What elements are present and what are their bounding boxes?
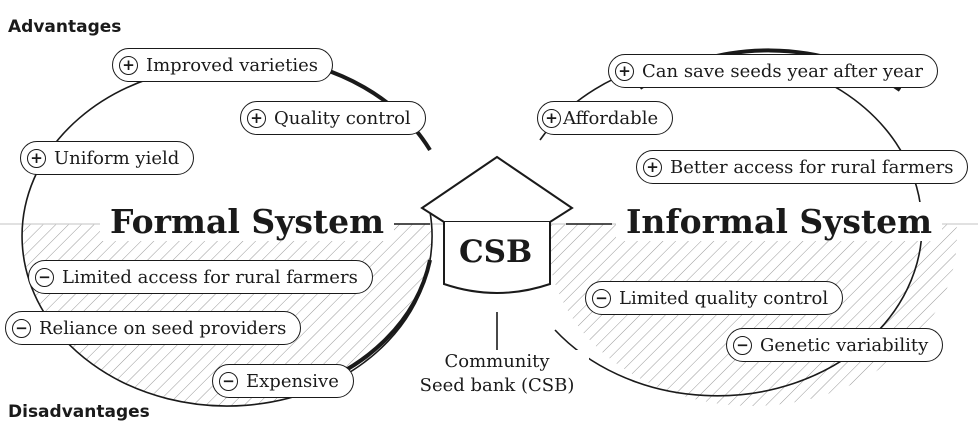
pill-label: Expensive — [246, 370, 339, 392]
pill-label: Improved varieties — [146, 54, 319, 76]
plus-icon: + — [542, 108, 561, 128]
minus-icon: − — [733, 335, 752, 355]
minus-icon: − — [35, 267, 54, 287]
csb-caption: Community Seed bank (CSB) — [405, 350, 589, 398]
informal-advantage-item: + Better access for rural farmers — [636, 150, 969, 184]
csb-label: CSB — [459, 234, 533, 270]
pill-label: Limited quality control — [619, 287, 829, 309]
minus-icon: − — [12, 318, 31, 338]
pill-label: Affordable — [563, 107, 659, 129]
informal-disadvantage-item: − Genetic variability — [726, 328, 944, 362]
csb-caption-line2: Seed bank (CSB) — [419, 375, 575, 396]
minus-icon: − — [219, 371, 238, 391]
plus-icon: + — [247, 108, 266, 128]
formal-disadvantage-item: − Limited access for rural farmers — [28, 260, 373, 294]
formal-ellipse-left — [21, 65, 433, 407]
csb-body — [443, 222, 551, 294]
pill-label: Can save seeds year after year — [642, 60, 923, 82]
pill-label: Uniform yield — [54, 147, 180, 169]
pill-label: Reliance on seed providers — [39, 317, 287, 339]
formal-disadvantage-item: − Reliance on seed providers — [5, 311, 302, 345]
disadvantages-heading: Disadvantages — [8, 402, 150, 422]
csb-caption-line1: Community — [444, 351, 550, 372]
pill-label: Limited access for rural farmers — [62, 266, 358, 288]
advantages-heading: Advantages — [8, 17, 122, 37]
informal-advantage-item: + Can save seeds year after year — [608, 54, 938, 88]
minus-icon: − — [592, 288, 611, 308]
plus-icon: + — [119, 55, 138, 75]
formal-advantage-item: + Quality control — [240, 101, 426, 135]
formal-disadvantage-item: − Expensive — [212, 364, 354, 398]
formal-advantage-item: + Improved varieties — [112, 48, 334, 82]
csb-roof — [420, 155, 574, 223]
informal-system-title: Informal System — [616, 202, 943, 241]
plus-icon: + — [27, 148, 46, 168]
pill-label: Genetic variability — [760, 334, 929, 356]
informal-advantage-item: + Affordable — [537, 101, 674, 135]
informal-disadvantage-item: − Limited quality control — [585, 281, 844, 315]
formal-system-title: Formal System — [100, 202, 395, 241]
pill-label: Quality control — [274, 107, 411, 129]
pill-label: Better access for rural farmers — [670, 156, 954, 178]
plus-icon: + — [615, 61, 634, 81]
formal-advantage-item: + Uniform yield — [20, 141, 195, 175]
plus-icon: + — [643, 157, 662, 177]
